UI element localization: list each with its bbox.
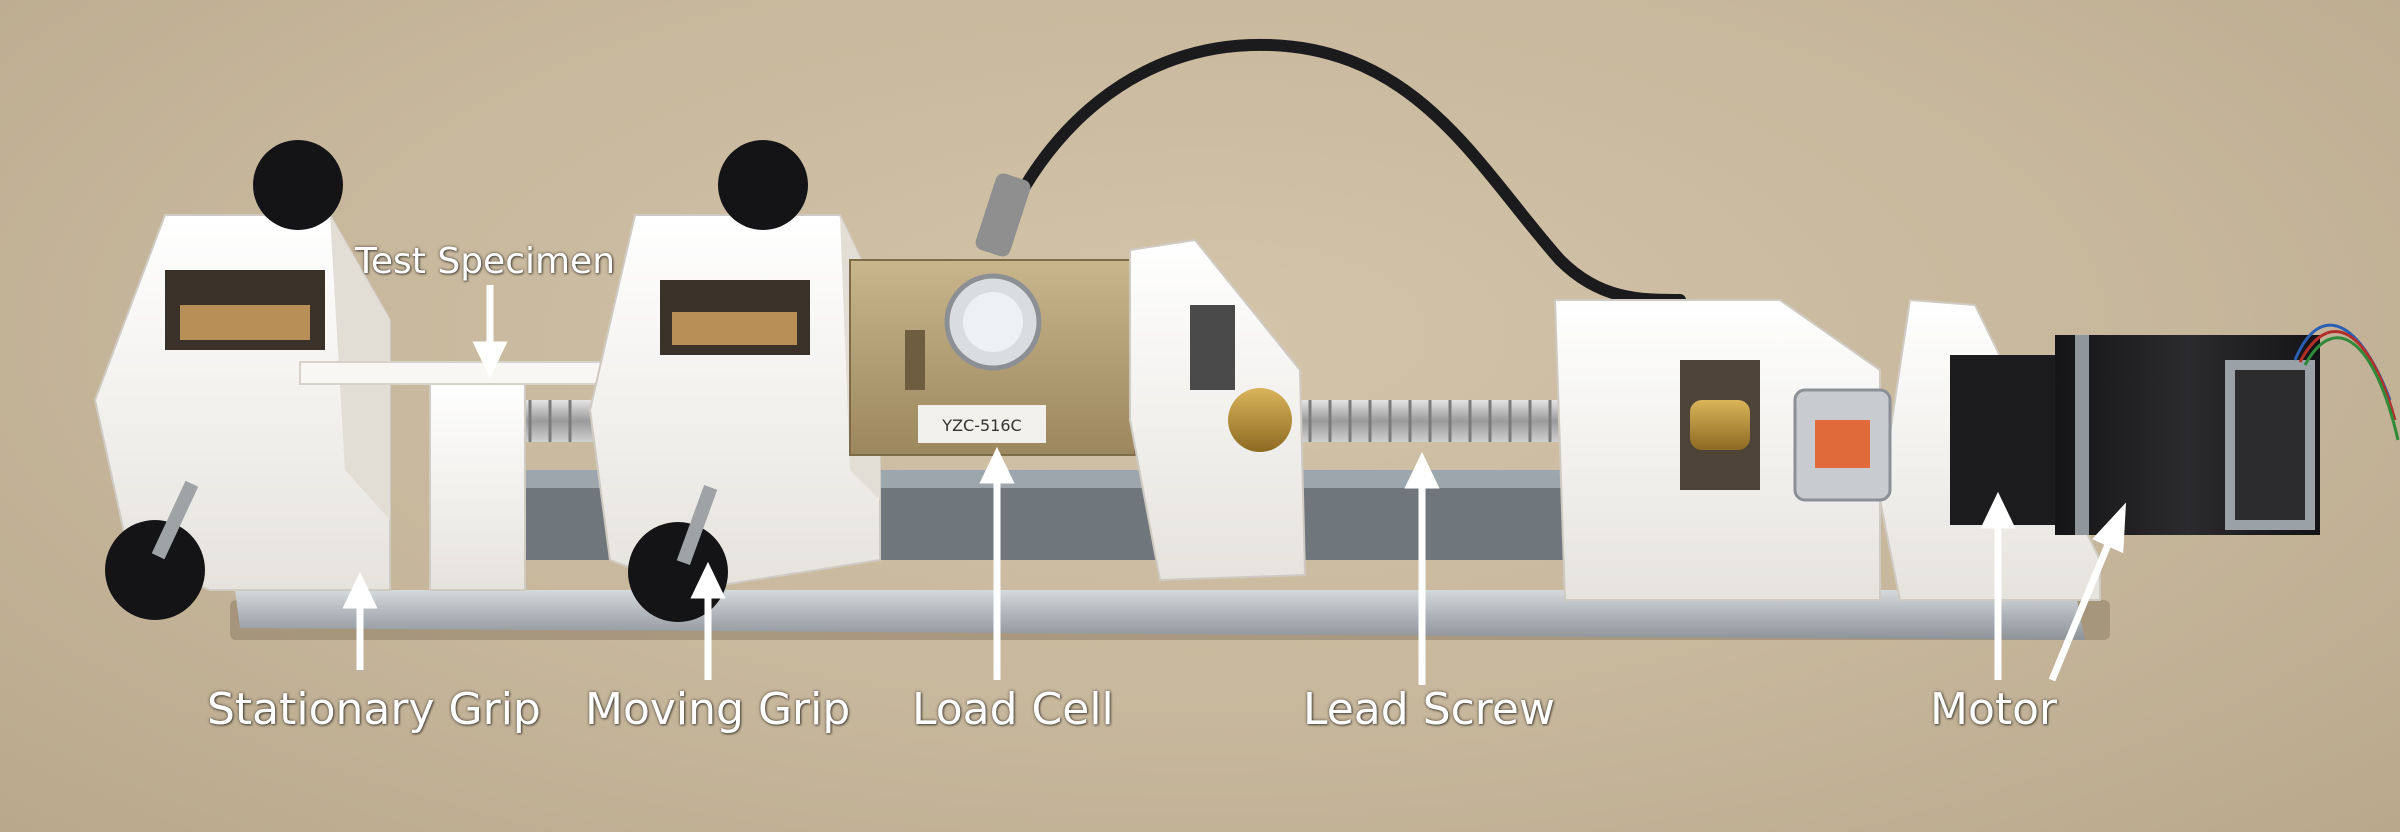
label-motor: Motor (1930, 684, 2058, 735)
label-test-specimen: Test Specimen (355, 241, 616, 282)
test-specimen (299, 361, 631, 385)
knob-bottom-right (628, 522, 728, 622)
label-load-cell: Load Cell (912, 684, 1114, 735)
knob-screw-right (676, 485, 718, 565)
label-arrows (342, 285, 2127, 685)
knob-top-right (718, 140, 808, 230)
cable-connector (975, 173, 1031, 257)
load-cell-marking: YZC-516C (941, 416, 1021, 435)
stepper-motor (1950, 335, 2320, 535)
label-lead-screw: Lead Screw (1303, 684, 1555, 735)
label-stationary-grip: Stationary Grip (207, 684, 541, 735)
arrow-motor (2048, 533, 2116, 682)
shaft-coupler (1793, 388, 1892, 502)
sensor-cable (996, 38, 1686, 306)
carriage-support (1129, 238, 1307, 582)
moving-grip-body (588, 214, 881, 592)
knob-top-left (253, 140, 343, 230)
load-cell: YZC-516C (849, 259, 1136, 456)
knob-bottom-left (105, 520, 205, 620)
knob-screw-left (151, 480, 199, 560)
stationary-support-block (429, 379, 526, 591)
label-moving-grip: Moving Grip (585, 684, 851, 735)
